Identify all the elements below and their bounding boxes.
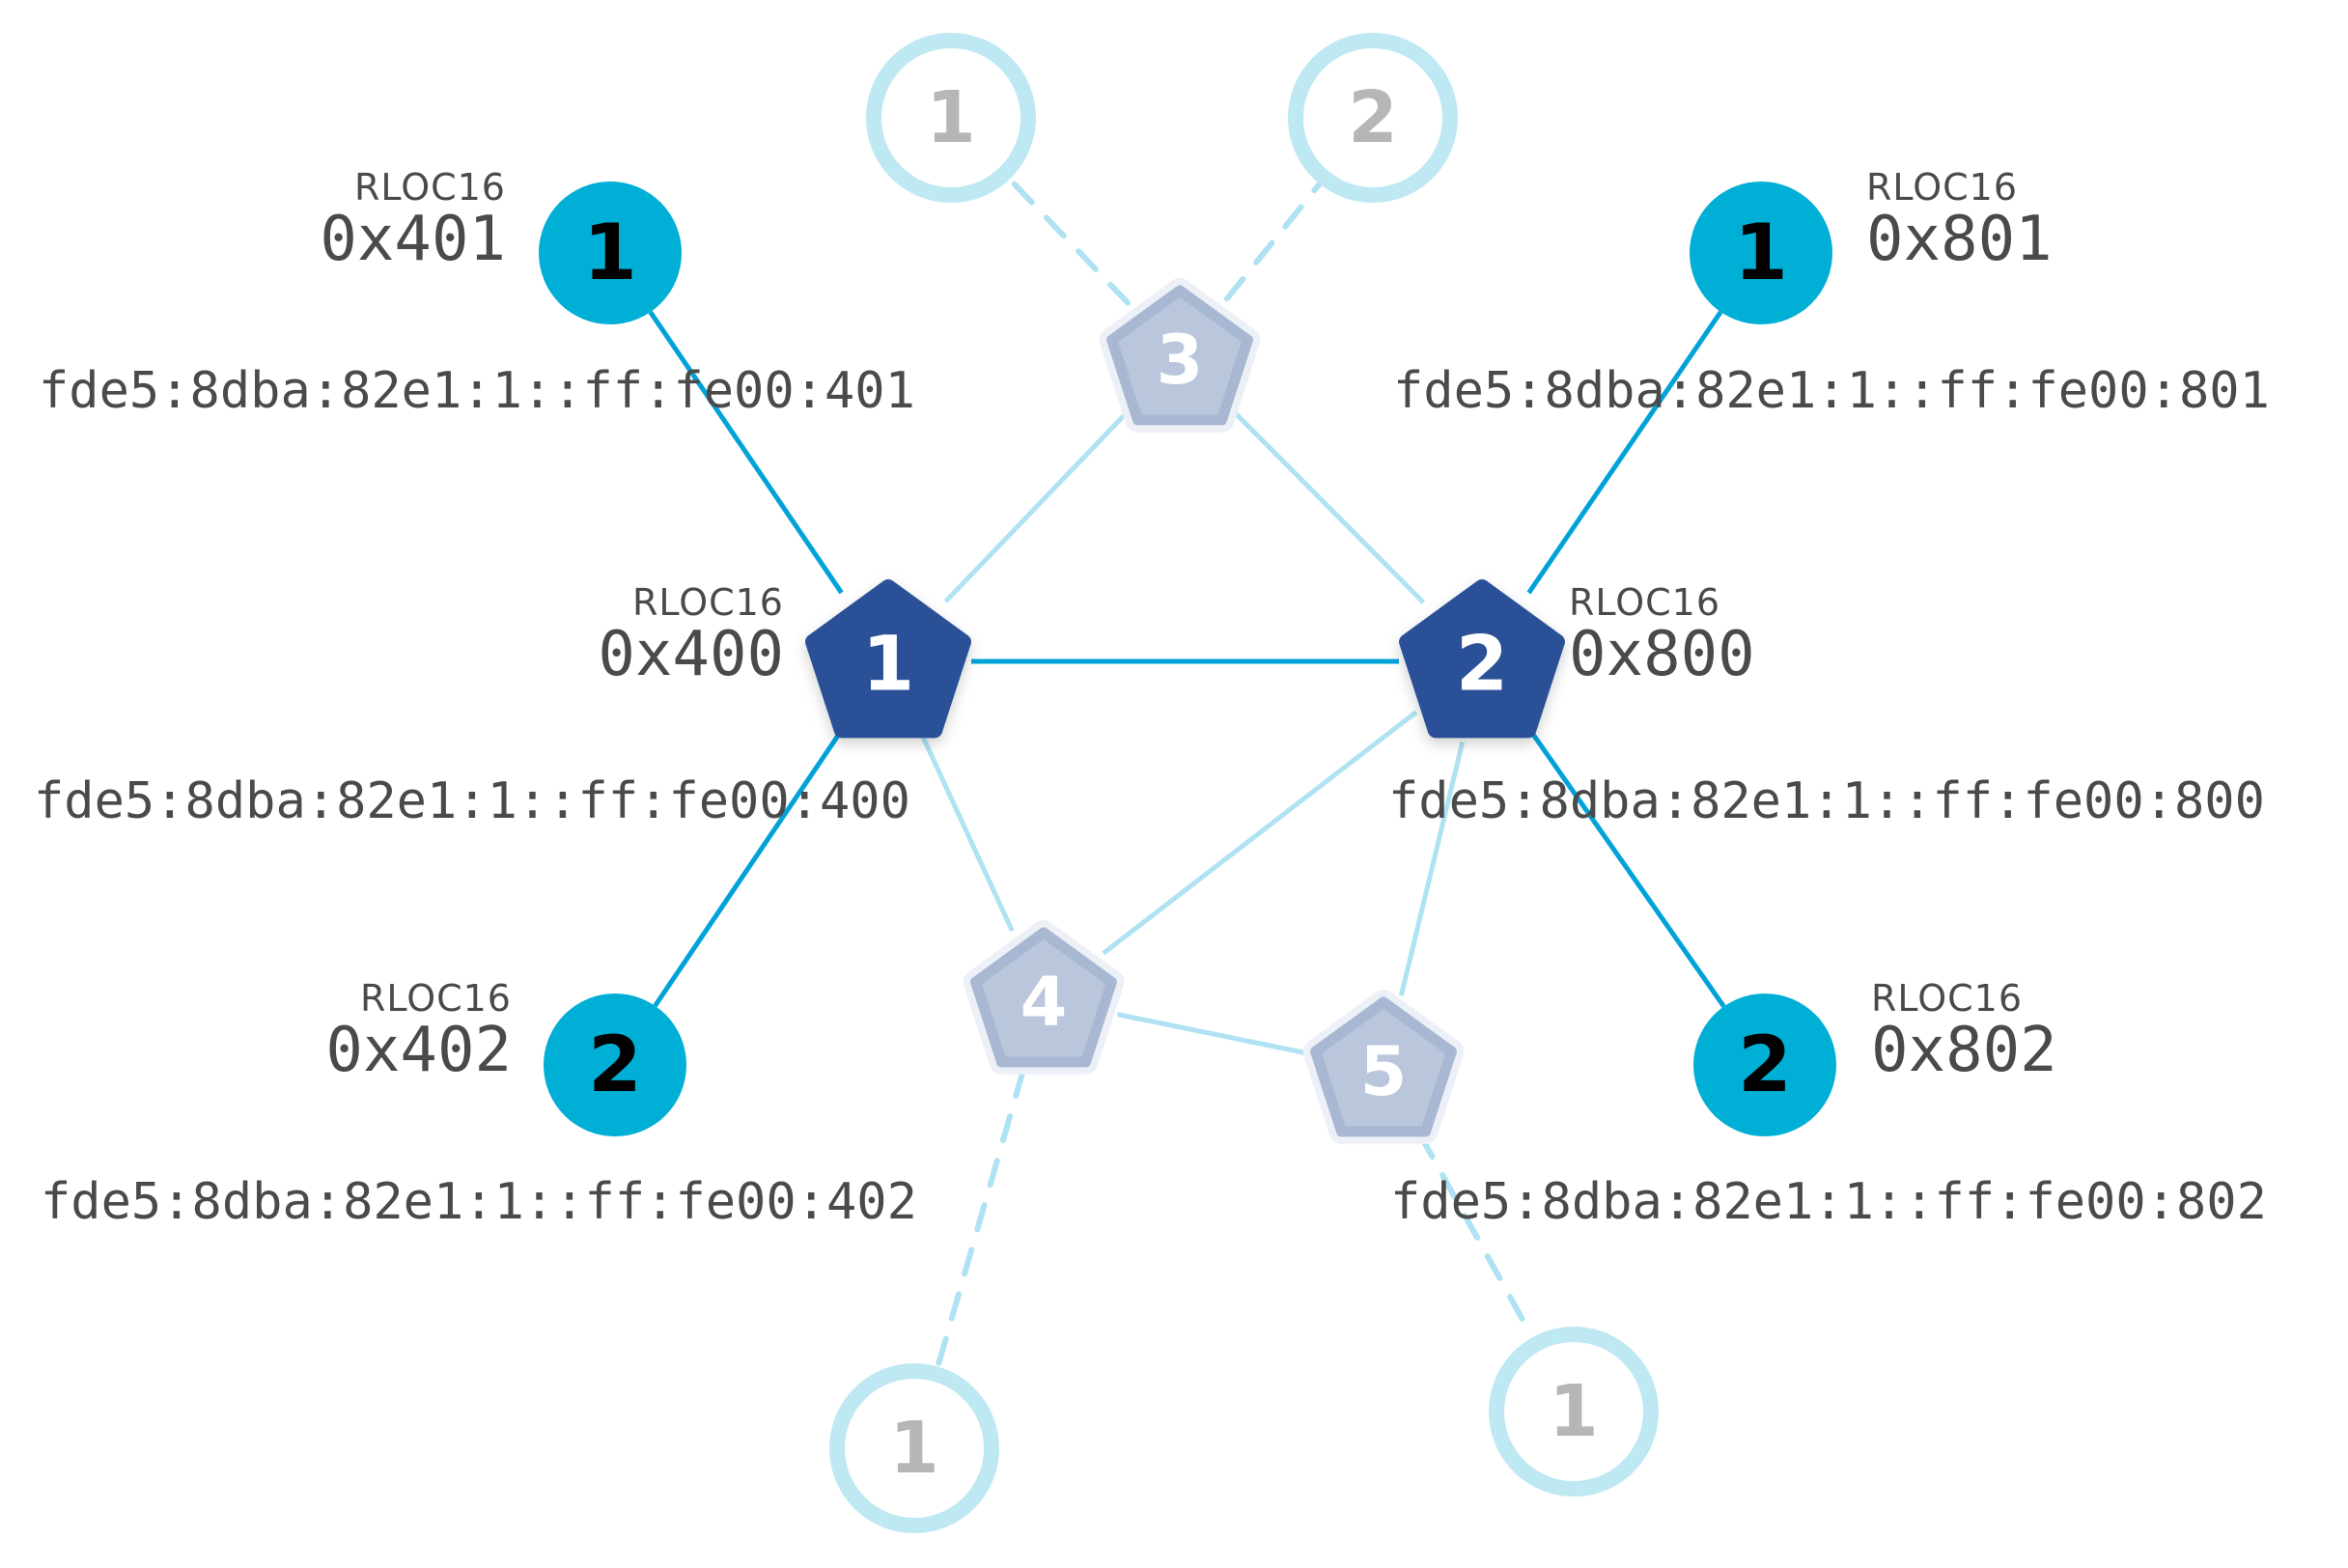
topology-link-weak: [920, 736, 1015, 933]
ipv6-address-0x402: fde5:8dba:82e1:1::ff:fe00:402: [41, 1173, 917, 1231]
router-badge-number: 2: [1456, 621, 1508, 708]
ghost-child-badge-number: 2: [1348, 76, 1398, 159]
router-pentagon-icon: 1: [805, 579, 971, 739]
ghost-router-node-3[interactable]: 3: [1098, 275, 1262, 439]
rloc-value-text: 0x400: [598, 618, 784, 690]
ipv6-address-0x802: fde5:8dba:82e1:1::ff:fe00:802: [1390, 1173, 2267, 1231]
topology-link-strong: [648, 310, 844, 595]
child-badge-number: 2: [588, 1020, 642, 1109]
ghost-child-badge-number: 1: [926, 76, 976, 159]
ipv6-address-0x400: fde5:8dba:82e1:1::ff:fe00:400: [34, 772, 910, 830]
child-badge-number: 2: [1738, 1020, 1792, 1109]
child-node-0x402[interactable]: 2: [544, 994, 686, 1136]
rloc-key-text: RLOC16: [359, 977, 512, 1020]
ghost-pentagon-icon: 5: [1302, 990, 1465, 1144]
topology-link-strong: [1527, 727, 1726, 1008]
ghost-router-node-5[interactable]: 5: [1301, 987, 1466, 1151]
ipv6-address-0x401: fde5:8dba:82e1:1::ff:fe00:401: [39, 362, 915, 420]
topology-link-dashed: [935, 1068, 1026, 1370]
ipv6-address-0x800: fde5:8dba:82e1:1::ff:fe00:800: [1388, 772, 2265, 830]
router-pentagon-icon: 2: [1399, 579, 1565, 739]
topology-link-weak: [1102, 710, 1418, 956]
rloc-value-text: 0x800: [1569, 618, 1755, 690]
child-node-0x802[interactable]: 2: [1693, 994, 1836, 1136]
router-node-0x800[interactable]: 2: [1390, 570, 1574, 753]
ghost-badge-number: 4: [1020, 963, 1068, 1042]
rloc-key-text: RLOC16: [1866, 166, 2019, 209]
rloc-value-text: 0x401: [320, 203, 506, 275]
topology-link-strong: [1526, 310, 1723, 595]
ghost-pentagon-icon: 3: [1099, 278, 1261, 433]
rloc-value-text: 0x402: [325, 1014, 512, 1086]
router-node-0x400[interactable]: 1: [797, 570, 980, 753]
ghost-child-badge-number: 1: [889, 1407, 939, 1490]
rloc-key-text: RLOC16: [353, 166, 506, 209]
child-badge-number: 1: [583, 208, 637, 297]
rloc-value-text: 0x801: [1866, 203, 2053, 275]
ghost-child-node-2[interactable]: 2: [1288, 33, 1458, 203]
child-node-0x401[interactable]: 1: [539, 182, 682, 324]
ghost-router-node-4[interactable]: 4: [962, 917, 1126, 1081]
child-badge-number: 1: [1734, 208, 1788, 297]
ghost-child-node-1[interactable]: 1: [866, 33, 1036, 203]
rloc-value-text: 0x802: [1871, 1014, 2057, 1086]
rloc-key-text: RLOC16: [1569, 581, 1721, 624]
topology-link-weak: [1116, 1012, 1311, 1056]
router-badge-number: 1: [862, 621, 914, 708]
topology-link-dashed: [1416, 1132, 1536, 1341]
ghost-child-node-1[interactable]: 1: [1489, 1327, 1659, 1497]
ghost-badge-number: 3: [1157, 321, 1204, 400]
child-node-0x801[interactable]: 1: [1690, 182, 1832, 324]
ghost-badge-number: 5: [1360, 1032, 1408, 1111]
ghost-child-node-1[interactable]: 1: [829, 1363, 999, 1533]
ipv6-address-0x801: fde5:8dba:82e1:1::ff:fe00:801: [1393, 362, 2270, 420]
ghost-pentagon-icon: 4: [963, 920, 1125, 1075]
rloc-key-text: RLOC16: [631, 581, 784, 624]
ghost-child-badge-number: 1: [1549, 1370, 1599, 1453]
rloc-key-text: RLOC16: [1871, 977, 2024, 1020]
